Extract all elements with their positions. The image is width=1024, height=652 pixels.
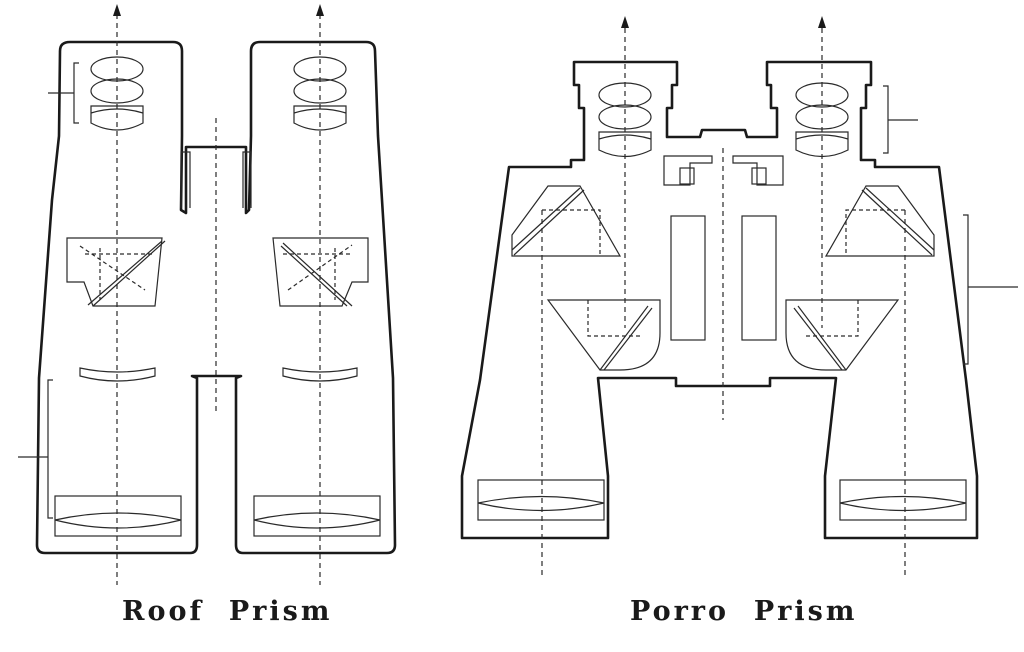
roof-right-objective-lens [253,495,381,537]
roof-objective-bracket [18,379,53,519]
porro-prism-caption: Porro Prism [630,596,858,627]
roof-upper-bridge [180,151,252,208]
roof-left-focus-lens [79,367,156,382]
porro-left-center-tube [670,215,706,341]
porro-right-upper-prism [824,185,935,257]
porro-prism-binoculars [460,16,1018,578]
porro-right-axis-arrow [818,16,826,28]
porro-body [460,60,979,540]
porro-prism-bracket [963,214,1018,365]
roof-right-eyepiece-lenses [293,56,347,131]
porro-left-axis-arrow [621,16,629,28]
roof-left-prism [66,237,166,307]
roof-right-prism [272,237,369,307]
porro-left-upper-prism [511,185,622,257]
porro-right-center-tube [741,215,777,341]
porro-eyepiece-bracket [883,85,918,154]
porro-right-objective-lens [839,479,967,521]
roof-left-axis-arrow [113,4,121,16]
porro-hinge-bracket [663,155,784,186]
porro-left-objective-lens [477,479,605,521]
roof-prism-binoculars [18,4,397,585]
porro-right-lower-prism [785,299,900,371]
roof-right-focus-lens [282,367,358,382]
roof-left-eyepiece-lenses [90,56,144,131]
porro-left-lower-prism [546,299,661,371]
porro-right-eyepiece-lenses [795,82,849,158]
roof-left-barrel [35,40,397,555]
porro-left-eyepiece-lenses [598,82,652,158]
roof-left-objective-lens [54,495,182,537]
roof-eyepiece-bracket [48,62,79,124]
roof-right-axis-arrow [316,4,324,16]
roof-prism-caption: Roof Prism [122,596,333,627]
